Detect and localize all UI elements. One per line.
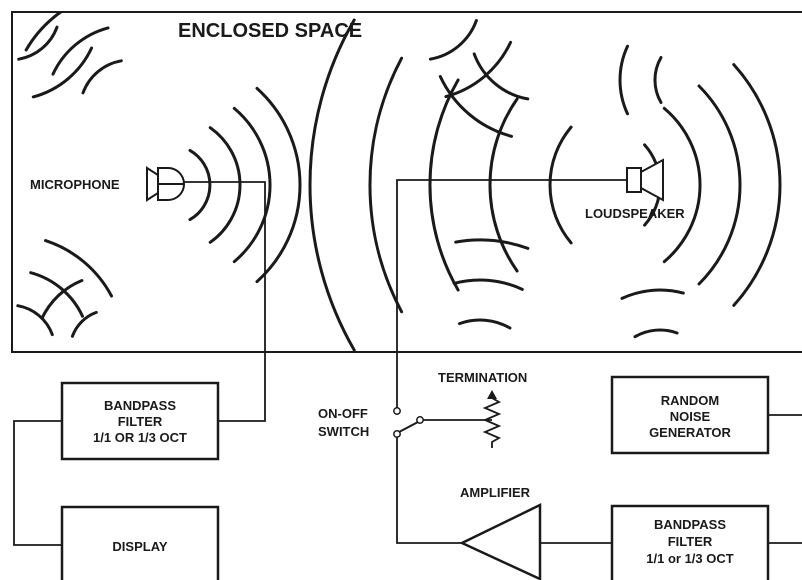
- noise-generator-line3: GENERATOR: [649, 425, 731, 440]
- display-box: DISPLAY: [60, 505, 220, 580]
- sound-wave-arc: [548, 125, 573, 245]
- loudspeaker-icon: [626, 158, 664, 202]
- mic-wire: [184, 181, 266, 422]
- sound-wave-arc: [308, 18, 356, 351]
- sound-wave-arc: [29, 271, 84, 318]
- source-filter-line2: FILTER: [668, 534, 713, 549]
- filter-to-display-wire: [13, 420, 62, 546]
- sound-wave-arc: [188, 148, 212, 222]
- bandpass-filter-source: BANDPASS FILTER 1/1 or 1/3 OCT: [610, 504, 770, 580]
- sound-waves: [0, 0, 782, 351]
- speaker-wire: [396, 179, 627, 408]
- sound-wave-arc: [70, 310, 98, 338]
- sound-wave-arc: [653, 56, 663, 104]
- sound-wave-arc: [17, 25, 59, 61]
- sound-wave-arc: [472, 52, 530, 101]
- bandpass-filter-receive: BANDPASS FILTER 1/1 OR 1/3 OCT: [60, 381, 220, 461]
- sound-wave-arc: [438, 75, 513, 138]
- receive-filter-line2: FILTER: [118, 414, 163, 429]
- sound-wave-arc: [368, 56, 404, 314]
- receive-filter-line3: 1/1 OR 1/3 OCT: [93, 430, 187, 445]
- sound-wave-arc: [208, 126, 242, 244]
- sound-wave-arc: [454, 238, 530, 250]
- sound-wave-arc: [618, 44, 629, 116]
- sound-wave-arc: [732, 63, 782, 307]
- sound-wave-arc: [428, 78, 460, 292]
- sound-wave-arc: [40, 279, 84, 320]
- sound-wave-arc: [633, 328, 679, 339]
- enclosed-space-border: [11, 11, 802, 353]
- noise-generator-line1: RANDOM: [661, 393, 720, 408]
- microphone-label: MICROPHONE: [30, 177, 120, 192]
- sound-wave-arc: [444, 40, 513, 99]
- sound-wave-arc: [232, 106, 272, 264]
- amplifier-icon: [459, 503, 542, 580]
- sound-wave-arc: [697, 84, 742, 286]
- sound-wave-arc: [16, 304, 54, 337]
- sound-wave-arc: [255, 86, 302, 284]
- sound-wave-arc: [488, 97, 519, 273]
- sound-wave-arc: [31, 46, 94, 99]
- sound-wave-arc: [620, 288, 685, 300]
- sound-wave-arc: [0, 0, 72, 28]
- sound-wave-arc: [44, 239, 113, 298]
- sound-wave-arc: [81, 59, 123, 95]
- termination-label: TERMINATION: [438, 370, 527, 385]
- sound-wave-arc: [662, 106, 702, 264]
- switch-label-line2: SWITCH: [318, 424, 369, 439]
- switch-label-line1: ON-OFF: [318, 406, 368, 421]
- microphone-icon: [146, 166, 185, 202]
- sound-wave-arc: [452, 278, 524, 291]
- termination-resistor-icon: [482, 390, 502, 448]
- switch-to-amplifier-wire: [396, 436, 462, 544]
- sound-wave-arc: [24, 13, 63, 52]
- amplifier-label: AMPLIFIER: [460, 485, 531, 500]
- random-noise-generator: RANDOM NOISE GENERATOR: [610, 375, 770, 455]
- noise-generator-line2: NOISE: [670, 409, 711, 424]
- wiring: [13, 179, 802, 546]
- loudspeaker-label: LOUDSPEAKER: [585, 206, 685, 221]
- display-label: DISPLAY: [112, 539, 167, 554]
- enclosed-space-label: ENCLOSED SPACE: [178, 20, 362, 42]
- enclosed-space: ENCLOSED SPACE: [11, 11, 802, 353]
- receive-filter-line1: BANDPASS: [104, 398, 176, 413]
- on-off-switch-icon: [393, 407, 424, 438]
- source-filter-line1: BANDPASS: [654, 517, 726, 532]
- source-filter-line3: 1/1 or 1/3 OCT: [646, 551, 733, 566]
- sound-wave-arc: [51, 26, 110, 76]
- sound-wave-arc: [428, 19, 478, 61]
- sound-wave-arc: [458, 318, 512, 330]
